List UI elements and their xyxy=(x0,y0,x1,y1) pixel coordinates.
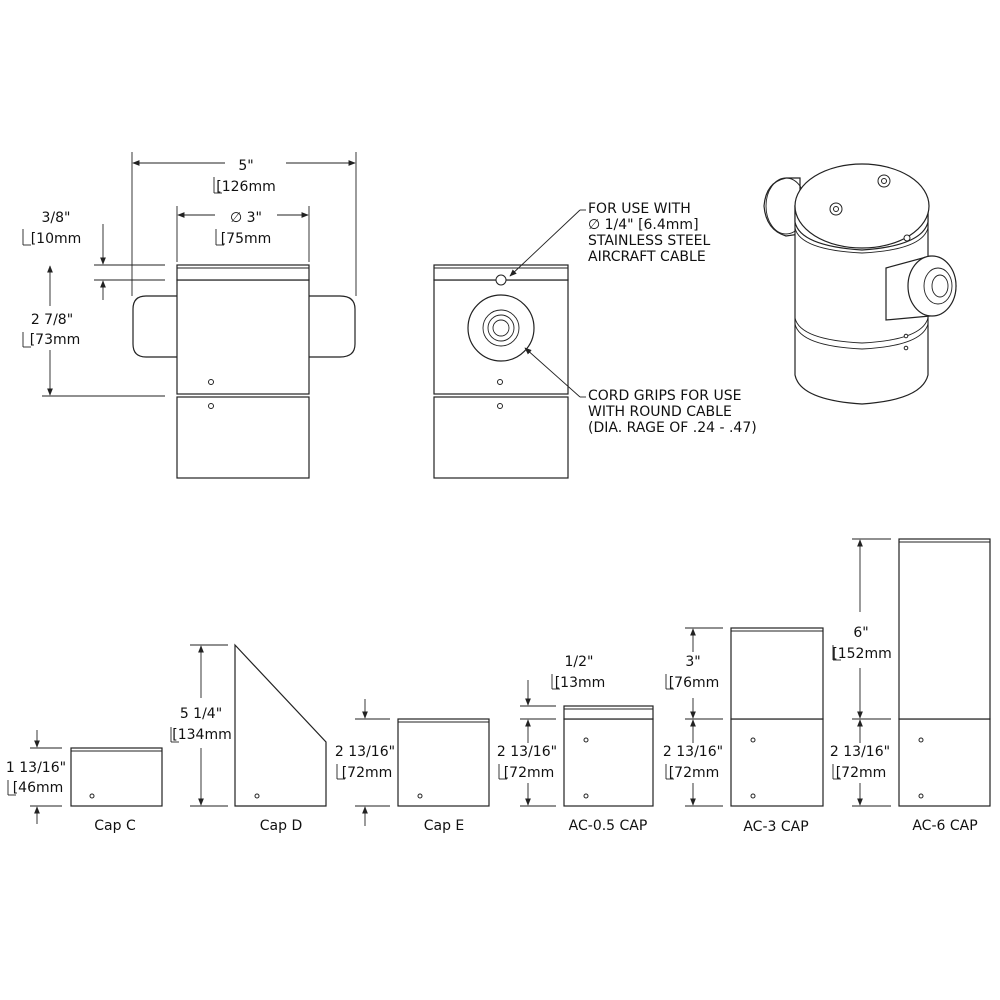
cord-grip-ring xyxy=(482,309,520,347)
side-view xyxy=(433,264,569,479)
cap-ac3-top xyxy=(730,627,824,720)
cap-ac6: 6" [152mm 2 13/16" [72mm AC-6 CAP xyxy=(830,538,991,834)
cap-d-label: Cap D xyxy=(260,818,302,834)
callout-grip-line: CORD GRIPS FOR USE xyxy=(588,388,741,404)
cap-ac6-top xyxy=(898,538,991,720)
front-view xyxy=(132,264,356,479)
cap-ac3-dim-in: 2 13/16" xyxy=(663,744,723,760)
cap-d-body xyxy=(234,643,327,807)
cap-e-body xyxy=(397,718,490,807)
cap-c: 1 13/16" [46mm Cap C xyxy=(6,730,163,834)
callout-cable-line: FOR USE WITH xyxy=(588,201,691,217)
cable-hole xyxy=(495,274,507,286)
dim-top-mm: [10mm xyxy=(31,231,82,247)
dim-width-in: 5" xyxy=(238,158,253,174)
callout-grip: CORD GRIPS FOR USE WITH ROUND CABLE (DIA… xyxy=(524,347,757,436)
cap-d-dim-in: 5 1/4" xyxy=(180,706,222,722)
cap-e-dim-mm: [72mm xyxy=(342,765,393,781)
cap-ac6-top-mm: [152mm xyxy=(832,646,891,662)
iso-body xyxy=(794,205,929,405)
cap-ac3: 3" [76mm 2 13/16" [72mm AC-3 CAP xyxy=(663,627,824,835)
dim-diameter-mm: [75mm xyxy=(221,231,272,247)
dim-diameter-in: ∅ 3" xyxy=(230,210,262,226)
cap-e: 2 13/16" [72mm Cap E xyxy=(335,699,490,834)
isometric-view xyxy=(763,163,957,405)
cord-grip-outer xyxy=(467,294,535,362)
cap-ac6-top-in: 6" xyxy=(853,625,868,641)
cap-ac05-label: AC-0.5 CAP xyxy=(569,818,648,834)
cap-c-label: Cap C xyxy=(94,818,136,834)
callout-grip-line: (DIA. RAGE OF .24 - .47) xyxy=(588,420,757,436)
cap-ac3-dim-mm: [72mm xyxy=(669,765,720,781)
cap-ac05-top-mm: [13mm xyxy=(555,675,606,691)
cap-ac6-body xyxy=(898,718,991,807)
callout-cable-line: STAINLESS STEEL xyxy=(588,233,711,249)
cap-e-dim-in: 2 13/16" xyxy=(335,744,395,760)
cord-grip-bore xyxy=(492,319,510,337)
front-body-upper xyxy=(176,279,310,395)
cap-ac6-dim-mm: [72mm xyxy=(836,765,887,781)
callout-grip-line: WITH ROUND CABLE xyxy=(588,404,732,420)
dim-top-in: 3/8" xyxy=(42,210,71,226)
callout-cable-line: ∅ 1/4" [6.4mm] xyxy=(588,217,699,233)
cap-d: 5 1/4" [134mm Cap D xyxy=(170,643,327,834)
cap-ac3-top-in: 3" xyxy=(685,654,700,670)
cap-ac3-top-mm: [76mm xyxy=(669,675,720,691)
front-body-lower xyxy=(176,396,310,479)
dim-height: 2 7/8" [73mm xyxy=(22,265,165,397)
dim-top: 3/8" [10mm xyxy=(22,210,165,300)
cap-ac05-body xyxy=(563,718,654,807)
cap-ac6-dim-in: 2 13/16" xyxy=(830,744,890,760)
dim-height-in: 2 7/8" xyxy=(31,312,73,328)
dim-width: 5" [126mm xyxy=(131,152,357,296)
cap-e-label: Cap E xyxy=(424,818,465,834)
cord-grip-ring xyxy=(487,314,515,342)
cap-ac05-top-in: 1/2" xyxy=(565,654,594,670)
side-body-lower xyxy=(433,396,569,479)
cap-c-dim-mm: [46mm xyxy=(13,780,64,796)
dim-height-mm: [73mm xyxy=(30,332,81,348)
cap-ac05-top xyxy=(563,705,654,720)
cap-ac05-dim-mm: [72mm xyxy=(504,765,555,781)
front-cap xyxy=(176,264,310,281)
cap-ac3-label: AC-3 CAP xyxy=(743,819,808,835)
cap-d-dim-mm: [134mm xyxy=(172,727,231,743)
cap-ac05-dim-in: 2 13/16" xyxy=(497,744,557,760)
cap-c-body xyxy=(70,747,163,807)
callout-cable-line: AIRCRAFT CABLE xyxy=(588,249,706,265)
dim-diameter: ∅ 3" [75mm xyxy=(176,206,310,262)
set-screw xyxy=(208,403,214,409)
cap-ac3-body xyxy=(730,718,824,807)
iso-cap-top xyxy=(794,163,930,249)
iso-left-boss xyxy=(763,177,801,237)
left-boss xyxy=(132,295,183,358)
callout-cable: FOR USE WITH ∅ 1/4" [6.4mm] STAINLESS ST… xyxy=(509,201,711,277)
cap-ac6-label: AC-6 CAP xyxy=(912,818,977,834)
set-screw xyxy=(497,403,503,409)
dim-width-mm: [126mm xyxy=(216,179,275,195)
set-screw xyxy=(208,379,214,385)
cap-ac05: 1/2" [13mm 2 13/16" [72mm AC-0.5 CAP xyxy=(497,654,654,834)
cap-c-dim-in: 1 13/16" xyxy=(6,760,66,776)
right-boss xyxy=(303,295,356,358)
set-screw xyxy=(497,379,503,385)
